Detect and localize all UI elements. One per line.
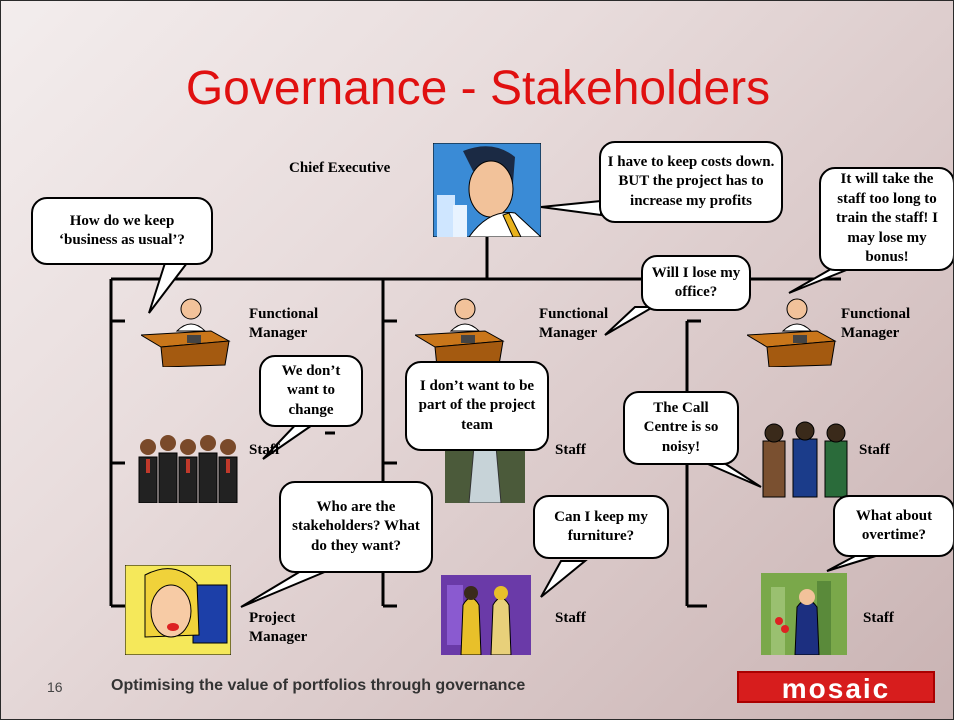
staff-right-row2-image [753,421,857,501]
footer-text: Optimising the value of portfolios throu… [111,677,526,694]
project-manager-label: Project Manager [249,610,308,645]
dont-want-part-bubble: I don’t want to be part of the project t… [405,361,549,451]
keep-furniture-bubble: Can I keep my furniture? [533,495,669,559]
dont-change-bubble: We don’t want to change [259,355,363,427]
call-centre-bubble: The Call Centre is so noisy! [623,391,739,465]
chief-executive-image [432,142,543,238]
functional-manager-right-image [745,295,839,368]
functional-manager-left-label: Functional Manager [249,306,319,341]
chief-executive-label: Chief Executive [289,160,391,176]
project-manager-image [124,564,232,656]
page-number: 16 [47,679,63,695]
staff-middle-row3-image [441,575,531,656]
mosaic-logo: mosaic [737,671,935,704]
staff-right-row2-label: Staff [859,442,890,458]
functional-manager-left-image [139,295,233,368]
chief-bubble: I have to keep costs down. BUT the proje… [599,141,783,223]
slide-title: Governance - Stakeholders [185,62,771,115]
staff-left-row2-label: Staff [249,442,280,458]
staff-right-row3-label: Staff [863,610,894,626]
functional-manager-middle-image [413,295,507,368]
staff-middle-row3-label: Staff [555,610,586,626]
functional-manager-middle-label: Functional Manager [539,306,609,341]
business-as-usual-bubble: How do we keep ‘business as usual’? [31,197,213,265]
overtime-bubble: What about overtime? [833,495,953,557]
staff-middle-row2-label: Staff [555,442,586,458]
staff-right-row3-image [761,573,847,656]
who-stakeholders-bubble: Who are the stakeholders? What do they w… [279,481,433,573]
train-staff-bubble: It will take the staff too long to train… [819,167,953,271]
lose-office-bubble: Will I lose my office? [641,255,751,311]
staff-group-left-image [135,431,241,504]
functional-manager-right-label: Functional Manager [841,306,911,341]
